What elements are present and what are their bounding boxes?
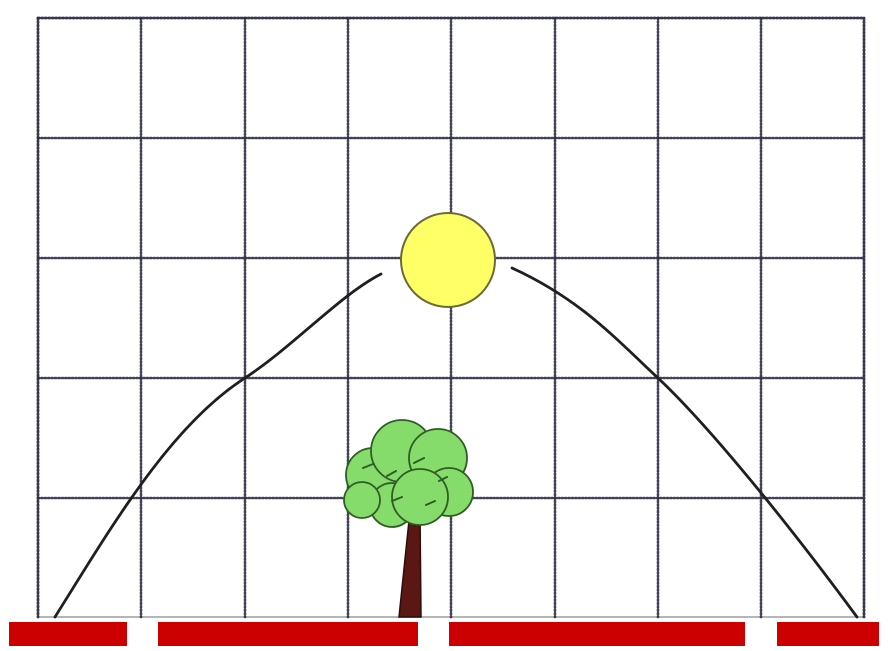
bottom-bar-segment [449,622,745,646]
bottom-bar-gap [745,622,777,646]
bottom-bar-segment [777,622,879,646]
bottom-bar-gap [418,622,449,646]
bottom-bar-segment [158,622,418,646]
bottom-bar-segment [9,622,127,646]
bottom-bar-gap [127,622,158,646]
sun-icon [401,213,495,307]
bottom-bar [9,622,879,646]
sun-disc [401,213,495,307]
